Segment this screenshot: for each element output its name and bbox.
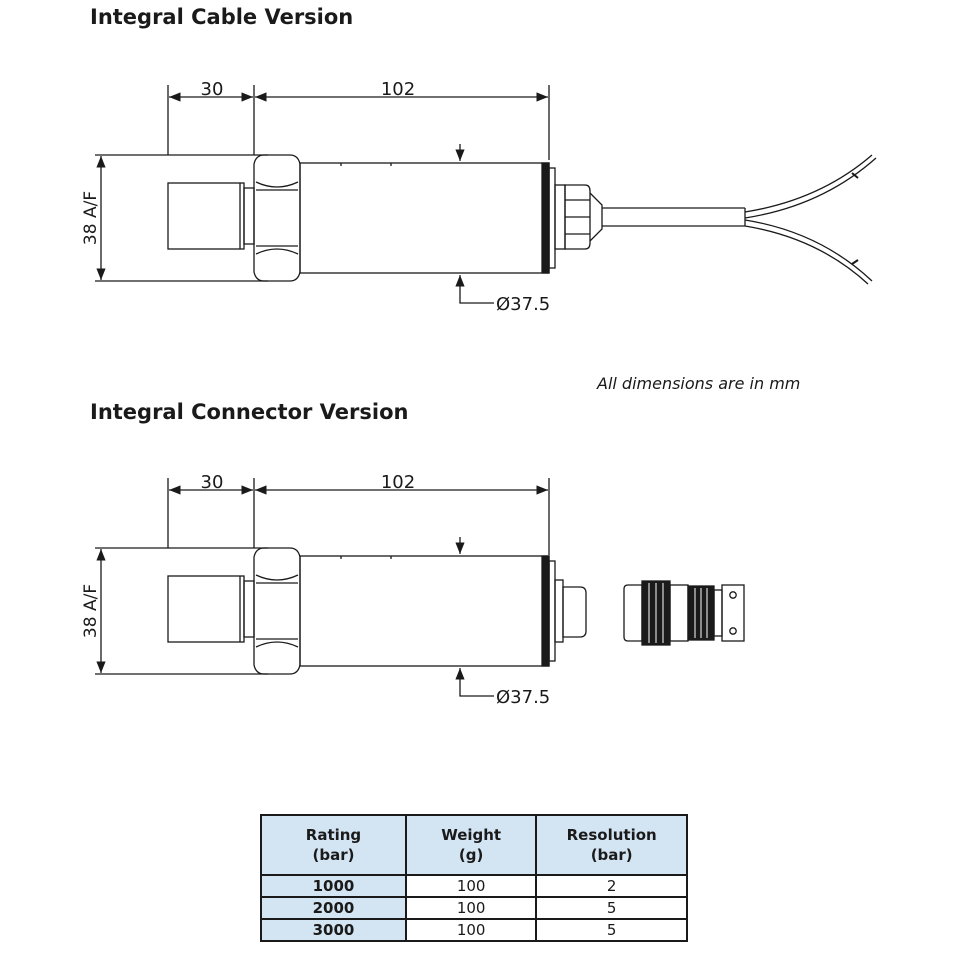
cell-weight: 100 [404,918,538,942]
cell-resolution: 2 [535,874,688,898]
cell-weight: 100 [404,874,538,898]
dim-body-length-label: 102 [381,79,415,100]
cell-rating: 2000 [260,896,407,920]
header-rating: Rating (bar) [260,814,407,876]
table-row: 1000 100 2 [260,874,688,898]
dim-port-length-label: 30 [201,79,224,100]
dim-body-length-label: 102 [381,472,415,493]
header-rating-line1: Rating [305,826,362,844]
cell-rating: 1000 [260,874,407,898]
units-note: All dimensions are in mm [597,374,801,393]
connector-version-title: Integral Connector Version [90,400,409,424]
connector-version-drawing: 30 102 38 A/F Ø37.5 [81,472,745,708]
header-weight-line1: Weight [441,826,502,844]
dim-diameter-label: Ø37.5 [496,687,550,708]
cell-weight: 100 [404,896,538,920]
cell-resolution: 5 [535,918,688,942]
dim-diameter-label: Ø37.5 [496,294,550,315]
dim-hex-label: 38 A/F [81,191,101,245]
header-resolution-line2: (bar) [590,846,633,864]
cable-version-title: Integral Cable Version [90,5,354,29]
cell-resolution: 5 [535,896,688,920]
table-row: 3000 100 5 [260,918,688,942]
header-rating-line2: (bar) [312,846,355,864]
table-row: 2000 100 5 [260,896,688,920]
header-resolution: Resolution (bar) [535,814,688,876]
cable-version-drawing: 30 102 38 A/F Ø37.5 [81,79,877,315]
spec-table: Rating (bar) Weight (g) Resolution (bar)… [260,814,688,942]
header-resolution-line1: Resolution [566,826,657,844]
cell-rating: 3000 [260,918,407,942]
dim-hex-label: 38 A/F [81,584,101,638]
header-weight-line2: (g) [458,846,484,864]
spec-table-header-row: Rating (bar) Weight (g) Resolution (bar) [260,814,688,876]
dim-port-length-label: 30 [201,472,224,493]
header-weight: Weight (g) [404,814,538,876]
